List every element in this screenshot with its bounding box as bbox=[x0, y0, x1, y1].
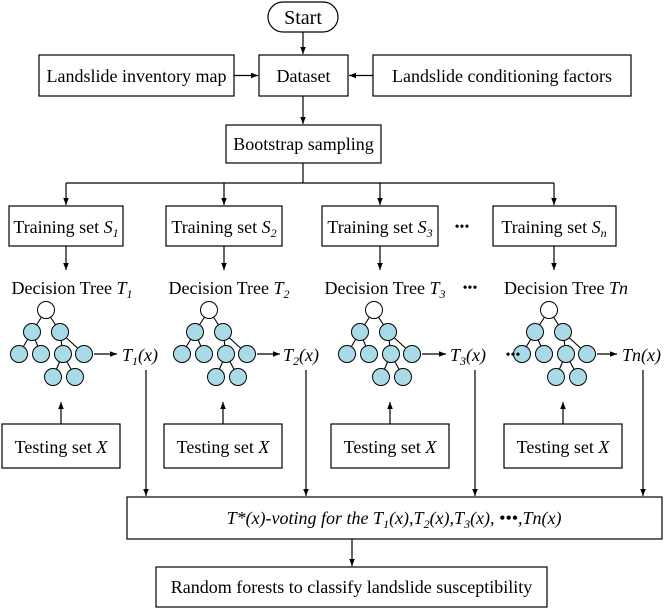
testing-set-1-box bbox=[1, 423, 121, 469]
tree-2-icon bbox=[173, 301, 280, 386]
tree-2-node bbox=[238, 345, 256, 363]
tree-3-root-node bbox=[365, 301, 383, 319]
tree-1-root-node bbox=[37, 301, 55, 319]
decision-tree-3-label: Decision Tree T3 bbox=[324, 278, 445, 301]
dataset-label: Dataset bbox=[277, 66, 331, 86]
tree-n-node bbox=[513, 345, 531, 363]
conditioning-label: Landslide conditioning factors bbox=[392, 66, 612, 86]
tree-3-icon bbox=[338, 301, 446, 386]
ellipsis-output: ••• bbox=[506, 348, 521, 363]
training-set-1-label: Training set S1 bbox=[13, 217, 118, 240]
tree-n-node bbox=[535, 345, 553, 363]
output-3-label: T3(x) bbox=[450, 345, 486, 368]
tree-1-node bbox=[23, 323, 41, 341]
tree-1-node bbox=[66, 368, 84, 386]
tree-3-node bbox=[394, 368, 412, 386]
tree-2-node bbox=[229, 368, 247, 386]
tree-3-node bbox=[382, 345, 400, 363]
tree-n-root-node bbox=[540, 301, 558, 319]
tree-2-node bbox=[186, 323, 204, 341]
voting-box bbox=[126, 496, 663, 540]
bootstrap-label: Bootstrap sampling bbox=[233, 134, 374, 154]
decision-tree-n-label: Decision Tree Tn bbox=[504, 278, 628, 298]
tree-2-node bbox=[214, 323, 232, 341]
tree-n-icon bbox=[513, 301, 617, 386]
tree-2-node bbox=[195, 345, 213, 363]
output-n-label: Tn(x) bbox=[622, 345, 661, 366]
ellipsis-training: ••• bbox=[455, 220, 470, 235]
training-set-3-box bbox=[321, 205, 439, 247]
output-2-label: T2(x) bbox=[283, 345, 319, 368]
tree-1-node bbox=[75, 345, 93, 363]
tree-3-node bbox=[351, 323, 369, 341]
testing-set-1-label: Testing set X bbox=[15, 437, 109, 457]
tree-n-node bbox=[554, 323, 572, 341]
tree-n-node bbox=[557, 345, 575, 363]
voting-label: T*(x)-voting for the T1(x),T2(x),T3(x), … bbox=[227, 508, 562, 531]
final-box bbox=[155, 566, 548, 608]
final-label: Random forests to classify landslide sus… bbox=[171, 577, 532, 597]
tree-n-node bbox=[578, 345, 596, 363]
training-set-n-box bbox=[492, 205, 617, 247]
tree-n-node bbox=[569, 368, 587, 386]
decision-tree-1-label: Decision Tree T1 bbox=[11, 278, 132, 301]
testing-set-n-label: Testing set X bbox=[517, 437, 611, 457]
tree-3-node bbox=[403, 345, 421, 363]
tree-1-node bbox=[10, 345, 28, 363]
tree-1-node bbox=[32, 345, 50, 363]
training-set-1-box bbox=[8, 205, 124, 247]
ellipsis-tree-label: ••• bbox=[463, 281, 478, 296]
testing-set-2-box bbox=[163, 423, 283, 469]
tree-3-node bbox=[379, 323, 397, 341]
tree-3-node bbox=[360, 345, 378, 363]
training-set-n-label: Training set Sn bbox=[501, 217, 606, 240]
tree-1-icon bbox=[10, 301, 117, 386]
tree-2-node bbox=[207, 368, 225, 386]
output-1-label: T1(x) bbox=[122, 345, 158, 368]
tree-2-root-node bbox=[200, 301, 218, 319]
conditioning-box bbox=[372, 54, 632, 97]
tree-3-node bbox=[372, 368, 390, 386]
tree-1-node bbox=[51, 323, 69, 341]
tree-1-node bbox=[54, 345, 72, 363]
testing-set-n-box bbox=[503, 423, 623, 469]
start-label: Start bbox=[284, 7, 322, 29]
tree-n-node bbox=[526, 323, 544, 341]
training-set-3-label: Training set S3 bbox=[327, 217, 432, 240]
inventory-label: Landslide inventory map bbox=[47, 66, 227, 86]
inventory-box bbox=[38, 54, 235, 97]
testing-set-2-label: Testing set X bbox=[177, 437, 271, 457]
tree-3-node bbox=[338, 345, 356, 363]
tree-n-node bbox=[547, 368, 565, 386]
testing-set-3-label: Testing set X bbox=[344, 437, 438, 457]
training-set-2-label: Training set S2 bbox=[171, 217, 276, 240]
tree-1-node bbox=[44, 368, 62, 386]
bootstrap-box bbox=[225, 124, 382, 164]
tree-2-node bbox=[173, 345, 191, 363]
decision-tree-2-label: Decision Tree T2 bbox=[168, 278, 289, 301]
tree-2-node bbox=[217, 345, 235, 363]
